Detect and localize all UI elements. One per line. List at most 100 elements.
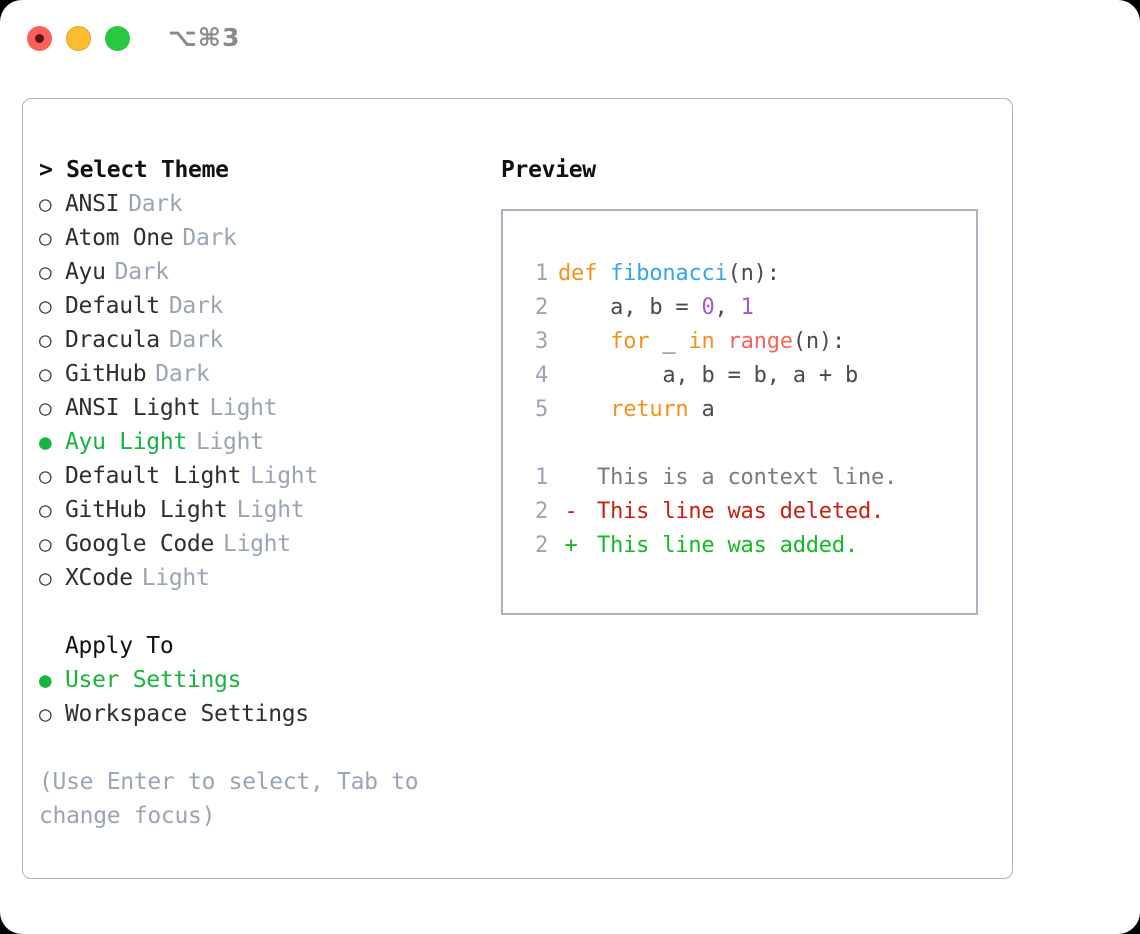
code-line-text: a, b = 0, 1 bbox=[558, 295, 754, 320]
code-token-fn: fibonacci bbox=[610, 261, 728, 286]
theme-option-label: Default bbox=[65, 293, 160, 319]
code-token-pln bbox=[558, 397, 610, 422]
apply-to-heading: Apply To bbox=[65, 633, 174, 659]
radio-unselected-icon: ○ bbox=[39, 226, 52, 250]
code-line-number: 5 bbox=[534, 397, 548, 422]
diff-sign-icon bbox=[558, 461, 584, 495]
radio-unselected-icon: ○ bbox=[39, 362, 52, 386]
apply-option-workspace-settings[interactable]: ○ Workspace Settings bbox=[39, 697, 489, 731]
preview-heading: Preview bbox=[501, 157, 596, 183]
diff-sample-block: 1 This is a context line. 2- This line wa… bbox=[520, 461, 970, 563]
code-token-pln: a, b = b, a + b bbox=[558, 363, 859, 388]
code-line-number: 2 bbox=[534, 295, 548, 320]
theme-option-kind: Dark bbox=[182, 225, 237, 251]
code-token-kw: return bbox=[610, 397, 689, 422]
theme-option-label: Ayu Light bbox=[65, 429, 187, 455]
diff-line-text: This is a context line. bbox=[584, 465, 898, 490]
theme-option-label: ANSI Light bbox=[65, 395, 201, 421]
radio-unselected-icon: ○ bbox=[39, 260, 52, 284]
select-theme-title: Select Theme bbox=[66, 157, 229, 183]
apply-to-option-list: ● User Settings ○ Workspace Settings bbox=[39, 663, 489, 731]
section-spacer bbox=[39, 595, 489, 629]
code-token-pln: , bbox=[714, 295, 741, 320]
theme-option-label: GitHub bbox=[65, 361, 147, 387]
theme-option-label: Default Light bbox=[65, 463, 242, 489]
diff-line-text: This line was deleted. bbox=[584, 499, 885, 524]
code-line: 1 def fibonacci(n): bbox=[520, 257, 970, 291]
code-line-text: for _ in range(n): bbox=[558, 329, 845, 354]
caret-icon: > bbox=[39, 157, 53, 183]
radio-unselected-icon: ○ bbox=[39, 192, 52, 216]
keyboard-hint-text: (Use Enter to select, Tab to change focu… bbox=[39, 769, 419, 829]
title-bar: ⌥⌘3 bbox=[0, 0, 1140, 78]
code-token-num: 0 bbox=[701, 295, 715, 320]
theme-option-github[interactable]: ○ GitHub Dark bbox=[39, 357, 489, 391]
code-line-text: def fibonacci(n): bbox=[558, 261, 780, 286]
code-token-pln bbox=[715, 329, 728, 354]
code-line: 3 for _ in range(n): bbox=[520, 325, 970, 359]
theme-option-kind: Light bbox=[223, 531, 291, 557]
theme-option-google-code[interactable]: ○ Google Code Light bbox=[39, 527, 489, 561]
code-token-pln: _ bbox=[649, 329, 689, 354]
code-line: 4 a, b = b, a + b bbox=[520, 359, 970, 393]
theme-option-label: Dracula bbox=[65, 327, 160, 353]
diff-sign-icon: - bbox=[564, 499, 578, 524]
radio-selected-icon: ● bbox=[39, 668, 52, 692]
theme-option-kind: Dark bbox=[114, 259, 170, 285]
radio-unselected-icon: ○ bbox=[39, 464, 52, 488]
diff-line-number: 2 bbox=[534, 533, 548, 558]
theme-option-label: ANSI bbox=[65, 191, 120, 217]
code-line-text: a, b = b, a + b bbox=[558, 363, 858, 388]
apply-option-label: User Settings bbox=[65, 667, 242, 693]
maximize-button-icon[interactable] bbox=[105, 26, 130, 51]
theme-option-kind: Light bbox=[236, 497, 305, 523]
apply-option-user-settings[interactable]: ● User Settings bbox=[39, 663, 489, 697]
theme-option-kind: Dark bbox=[168, 293, 224, 319]
code-line-number: 3 bbox=[534, 329, 548, 354]
code-token-kw: in bbox=[688, 329, 715, 354]
theme-option-kind: Dark bbox=[155, 361, 210, 387]
radio-unselected-icon: ○ bbox=[39, 702, 52, 726]
apply-option-label: Workspace Settings bbox=[65, 701, 309, 727]
code-line-number: 1 bbox=[534, 261, 548, 286]
radio-unselected-icon: ○ bbox=[39, 498, 52, 522]
theme-option-label: GitHub Light bbox=[65, 497, 228, 523]
code-token-pln: a, b = bbox=[558, 295, 702, 320]
radio-unselected-icon: ○ bbox=[39, 294, 52, 318]
code-diff-gap bbox=[520, 427, 970, 461]
code-line: 5 return a bbox=[520, 393, 970, 427]
diff-line-added: 2+ This line was added. bbox=[520, 529, 970, 563]
theme-option-github-light[interactable]: ○ GitHub Light Light bbox=[39, 493, 489, 527]
theme-option-label: Google Code bbox=[65, 531, 215, 557]
minimize-button-icon[interactable] bbox=[66, 26, 91, 51]
close-button-icon[interactable] bbox=[27, 26, 52, 51]
select-theme-heading: > Select Theme bbox=[39, 153, 489, 187]
diff-line-text: This line was added. bbox=[584, 533, 858, 558]
code-token-pln: a bbox=[688, 397, 715, 422]
code-line-text: return a bbox=[558, 397, 715, 422]
theme-option-default[interactable]: ○ Default Dark bbox=[39, 289, 489, 323]
radio-selected-icon: ● bbox=[39, 430, 52, 454]
diff-line-context: 1 This is a context line. bbox=[520, 461, 970, 495]
code-line: 2 a, b = 0, 1 bbox=[520, 291, 970, 325]
radio-unselected-icon: ○ bbox=[39, 532, 52, 556]
code-line-number: 4 bbox=[534, 363, 548, 388]
theme-option-label: XCode bbox=[65, 565, 133, 591]
code-token-pln bbox=[558, 329, 610, 354]
code-token-kw: def bbox=[558, 261, 611, 286]
